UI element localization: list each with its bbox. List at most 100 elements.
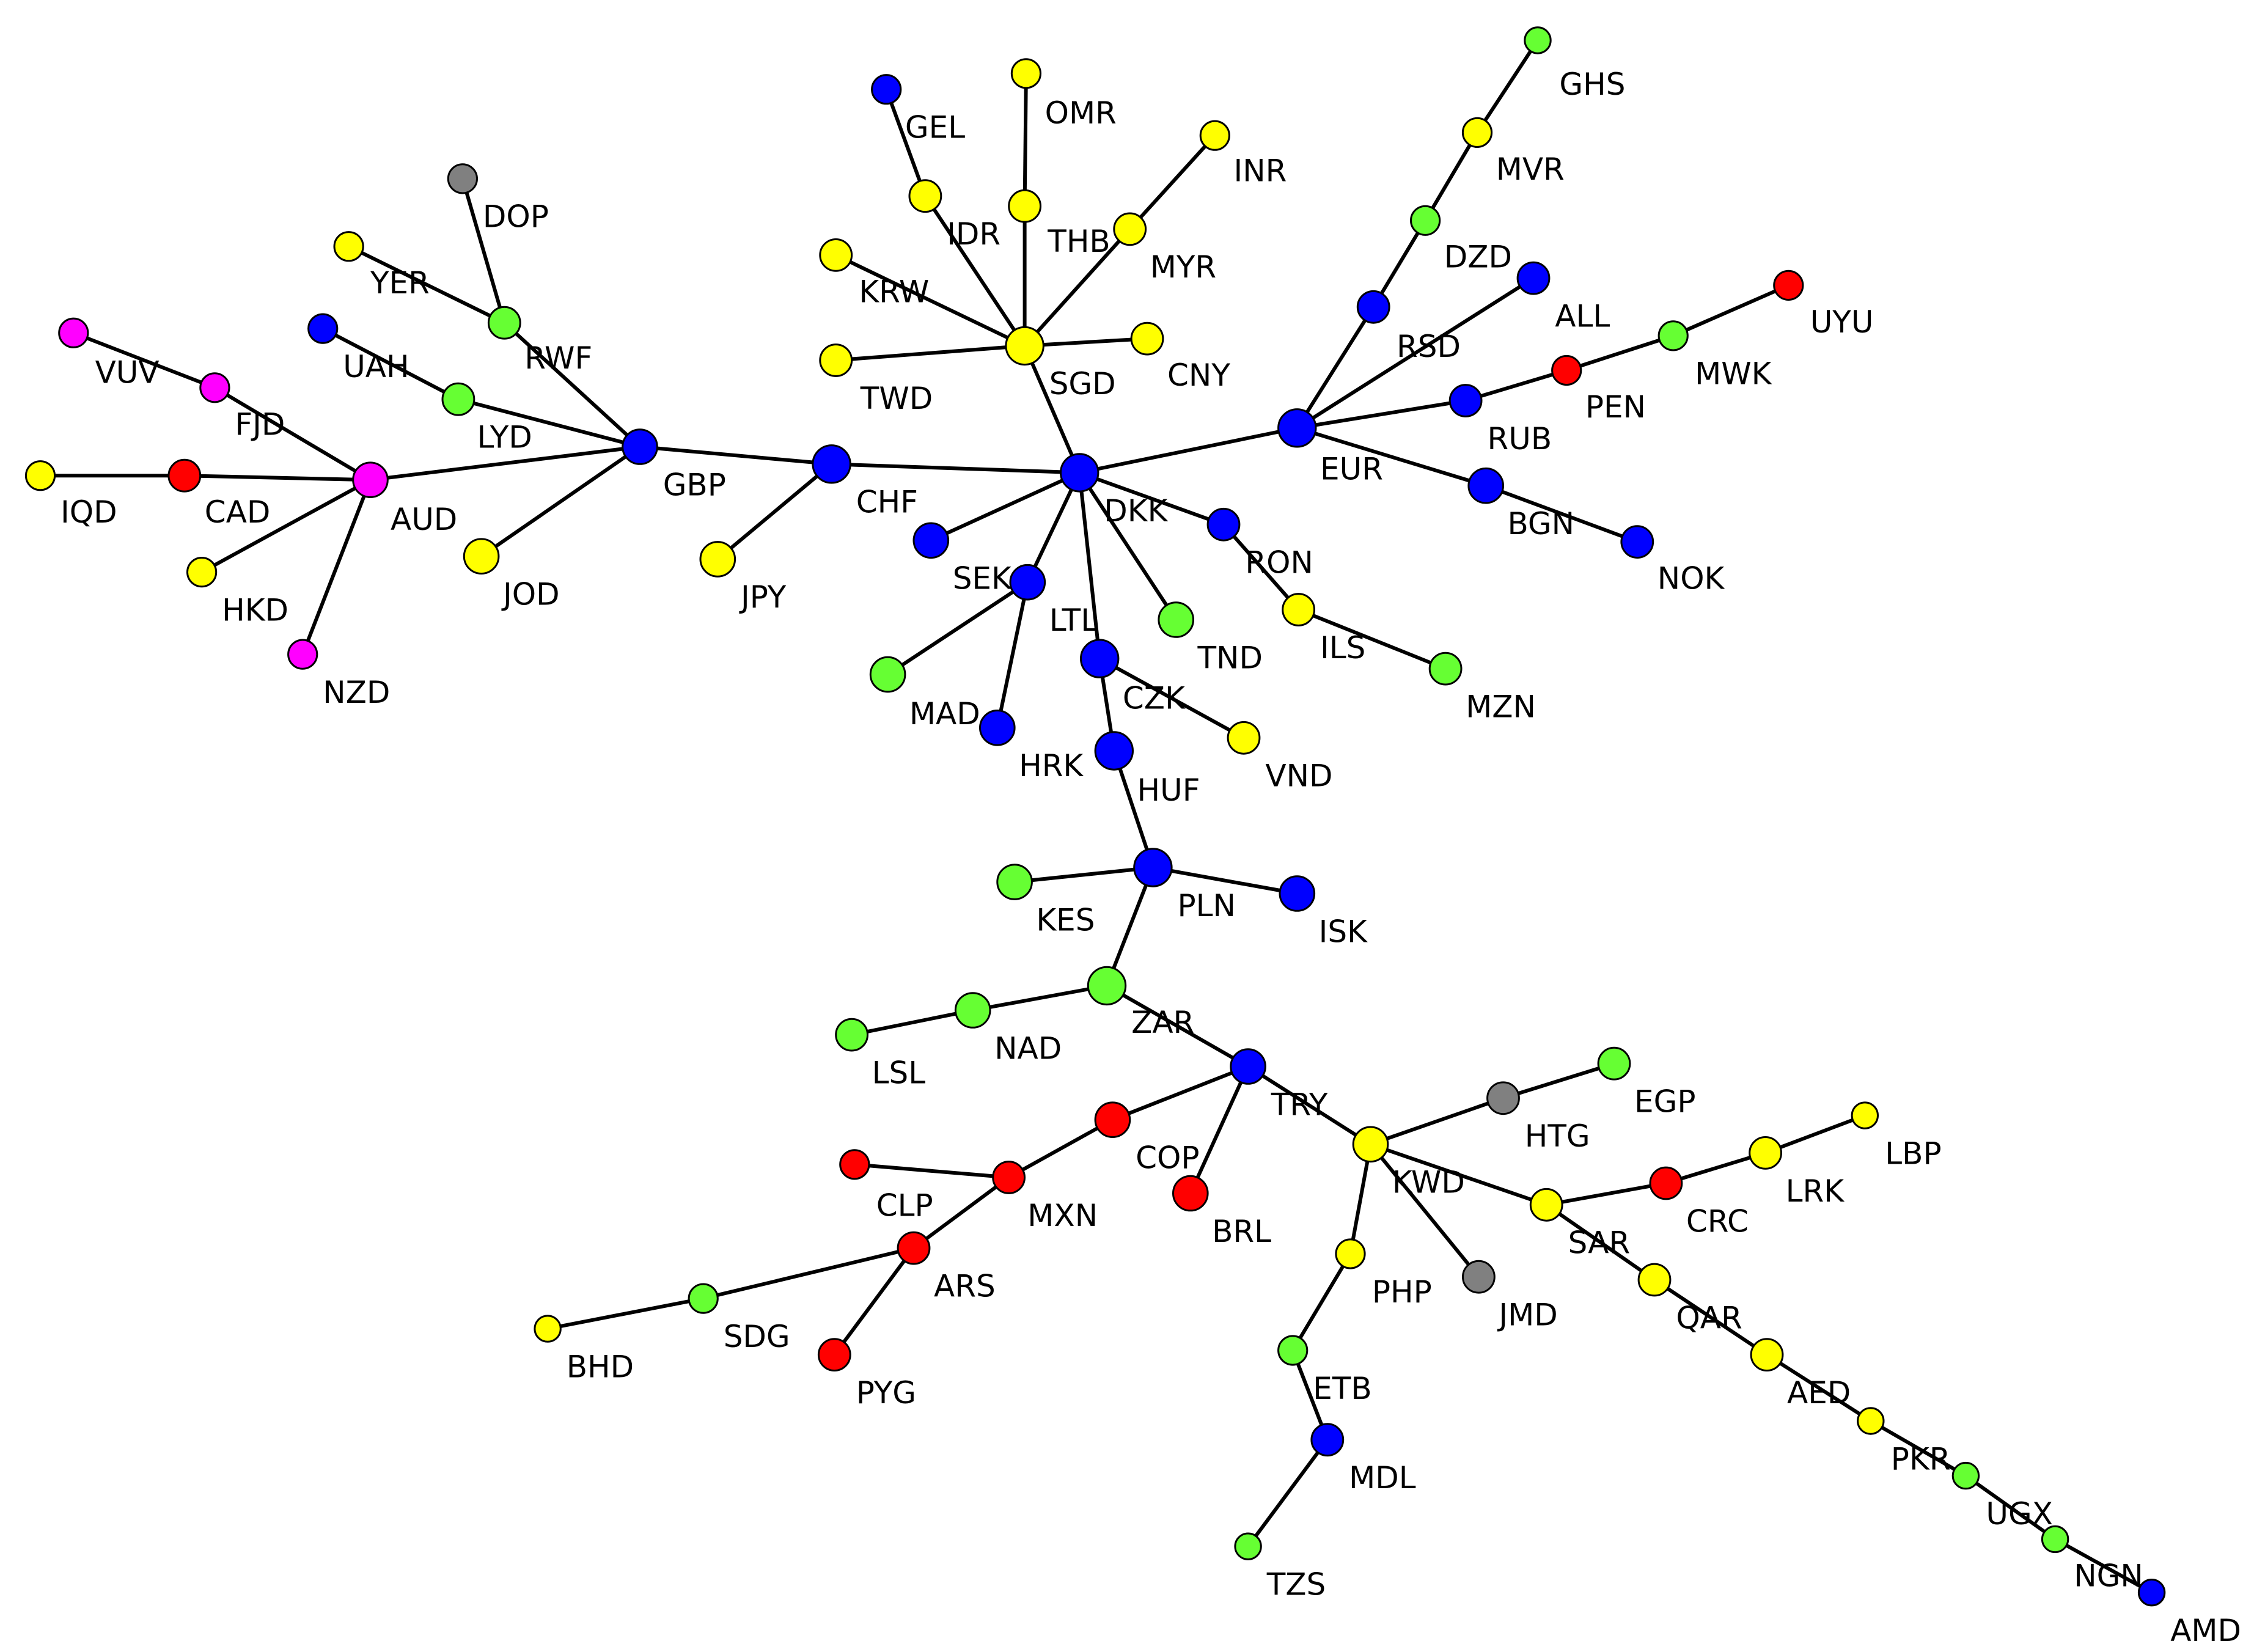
edge-uah-lyd [321, 326, 460, 401]
edge-sar-qar [1545, 1203, 1656, 1282]
node-label-dkk: DKK [1104, 493, 1168, 529]
node-label-pkr: PKR [1891, 1441, 1951, 1477]
node-label-tnd: TND [1197, 640, 1263, 675]
node-mxn [992, 1161, 1026, 1194]
node-label-kwd: KWD [1392, 1165, 1465, 1200]
edge-twd-sgd [835, 343, 1025, 362]
edge-try-brl [1189, 1065, 1250, 1194]
edge-try-cop [1112, 1065, 1249, 1122]
node-vnd [1227, 721, 1261, 755]
node-label-vnd: VND [1265, 758, 1332, 794]
node-gbp [622, 428, 658, 465]
edge-pln-kes [1014, 865, 1153, 884]
node-omr [1010, 58, 1042, 89]
node-gel [871, 74, 902, 105]
node-label-isk: ISK [1319, 914, 1368, 949]
node-label-egp: EGP [1634, 1084, 1696, 1120]
node-label-mdl: MDL [1349, 1460, 1416, 1496]
node-jod [463, 538, 500, 575]
edge-ron-dkk [1079, 471, 1225, 527]
node-cny [1130, 321, 1164, 356]
edge-try-kwd [1247, 1065, 1372, 1146]
edge-sgd-dkk [1022, 345, 1081, 474]
node-amd [2137, 1579, 2166, 1607]
node-bhd [534, 1315, 562, 1343]
node-sek [912, 522, 950, 559]
edge-cad-aud [184, 474, 371, 482]
node-pkr [1857, 1407, 1885, 1435]
node-cop [1094, 1101, 1131, 1138]
node-pyg [817, 1338, 851, 1372]
node-nad [954, 992, 991, 1029]
edge-sar-crc [1546, 1181, 1667, 1207]
edge-hrk-ltl [995, 582, 1030, 729]
node-thb [1008, 189, 1041, 223]
node-dop [447, 163, 479, 194]
node-lrk [1749, 1136, 1783, 1170]
node-label-pen: PEN [1585, 389, 1646, 425]
node-fjd [199, 372, 230, 403]
node-uah [307, 313, 339, 344]
node-htg [1486, 1081, 1520, 1115]
node-label-lrk: LRK [1786, 1173, 1845, 1209]
node-label-htg: HTG [1525, 1118, 1590, 1154]
node-label-kes: KES [1036, 902, 1095, 938]
node-label-cny: CNY [1167, 358, 1230, 393]
node-idr [908, 179, 942, 213]
edge-gel-idr [884, 89, 927, 197]
node-eur [1277, 408, 1317, 448]
node-etb [1277, 1335, 1309, 1366]
edge-dop-rwf [461, 178, 507, 324]
node-label-uyu: UYU [1810, 304, 1874, 340]
node-myr [1113, 212, 1147, 246]
node-pln [1133, 848, 1173, 887]
node-jpy [699, 541, 736, 578]
node-label-mzn: MZN [1466, 689, 1536, 724]
node-label-fjd: FJD [235, 406, 285, 442]
edge-ars-pyg [832, 1247, 916, 1356]
node-label-sek: SEK [953, 561, 1012, 597]
node-zar [1087, 966, 1127, 1006]
edge-ugx-ngn [1964, 1474, 2057, 1541]
node-clp [839, 1149, 870, 1180]
node-label-chf: CHF [856, 485, 918, 520]
node-mad [869, 656, 906, 693]
edge-sdg-bhd [547, 1296, 704, 1331]
node-kes [996, 864, 1033, 900]
edge-aed-pkr [1766, 1353, 1872, 1423]
edge-nzd-aud [301, 479, 372, 655]
edge-mvr-dzd [1423, 131, 1479, 222]
edge-fjd-aud [213, 386, 372, 482]
node-label-mxn: MXN [1027, 1198, 1098, 1233]
node-try [1230, 1048, 1266, 1085]
node-label-nok: NOK [1657, 561, 1725, 597]
edge-yer-rwf [348, 244, 505, 325]
node-iqd [24, 460, 56, 491]
node-dzd [1410, 205, 1441, 236]
node-hrk [979, 710, 1016, 746]
edge-pln-isk [1152, 865, 1298, 895]
node-label-rub: RUB [1488, 421, 1552, 457]
node-label-bhd: BHD [567, 1349, 634, 1384]
node-rsd [1356, 290, 1390, 324]
node-label-dzd: DZD [1444, 240, 1512, 275]
node-lyd [441, 382, 475, 416]
node-lbp [1851, 1101, 1879, 1129]
node-sar [1529, 1188, 1563, 1222]
edge-zar-try [1106, 984, 1249, 1068]
node-label-yer: YER [370, 265, 430, 301]
node-label-idr: IDR [947, 216, 1000, 252]
node-label-ars: ARS [934, 1268, 996, 1304]
node-label-sar: SAR [1568, 1225, 1631, 1261]
edge-cop-mxn [1008, 1118, 1114, 1180]
node-label-clp: CLP [876, 1188, 933, 1223]
node-twd [819, 343, 853, 377]
node-label-iqd: IQD [61, 494, 117, 530]
edge-rsd-eur [1295, 306, 1375, 429]
node-aed [1750, 1338, 1784, 1372]
node-label-nzd: NZD [323, 675, 390, 710]
node-ars [897, 1231, 931, 1265]
node-label-brl: BRL [1212, 1214, 1271, 1249]
node-label-amd: AMD [2170, 1613, 2241, 1648]
